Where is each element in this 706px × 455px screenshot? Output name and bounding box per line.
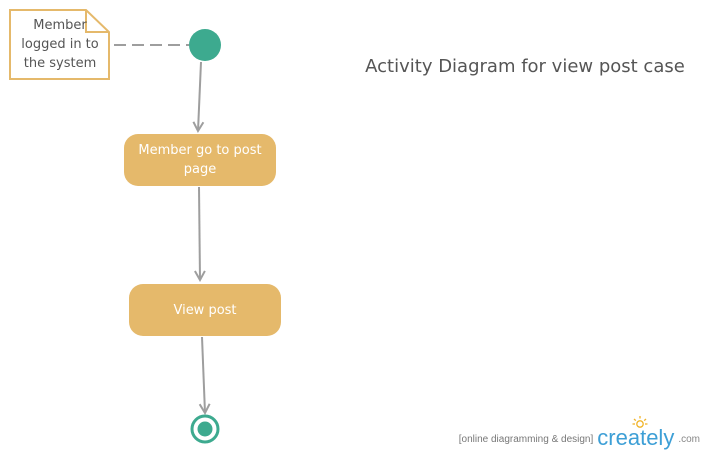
flow-action-2-to-end[interactable]	[202, 336, 205, 413]
note-line-3: the system	[23, 56, 97, 71]
diagram-title: Activity Diagram for view post case	[365, 56, 685, 77]
note-text: Member logged in to the system	[12, 16, 108, 73]
watermark-domain: .com	[678, 434, 700, 445]
note-shape[interactable]	[9, 9, 110, 80]
action-1-line-2: page	[183, 162, 217, 177]
end-node-core	[197, 421, 213, 437]
note-fold	[85, 10, 109, 33]
creately-logo: creately	[597, 416, 675, 450]
watermark-brand: creately	[597, 425, 675, 450]
watermark-tagline: [online diagramming & design]	[458, 434, 594, 445]
start-node[interactable]	[189, 29, 221, 61]
action-view-post[interactable]: View post	[129, 284, 281, 336]
action-1-line-1: Member go to post	[138, 143, 262, 158]
note-line-2: logged in to	[21, 37, 99, 52]
lightbulb-icon	[632, 416, 648, 428]
flow-start-to-action-1[interactable]	[198, 61, 201, 131]
flow-action-1-to-action-2[interactable]	[199, 186, 200, 280]
action-2-line-1: View post	[173, 302, 237, 318]
note-line-1: Member	[33, 18, 87, 33]
creately-watermark: [online diagramming & design] creately .…	[458, 416, 700, 450]
action-member-go-to-post-page[interactable]: Member go to post page	[124, 134, 276, 186]
